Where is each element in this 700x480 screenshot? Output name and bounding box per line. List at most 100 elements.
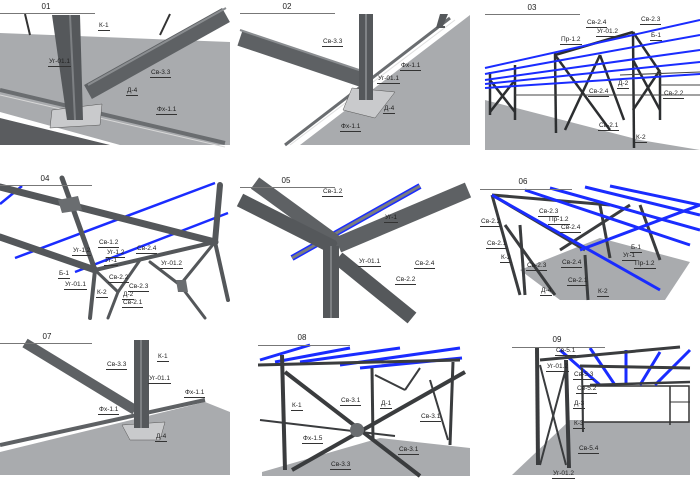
part-callout-label: Д-1 bbox=[380, 400, 393, 409]
part-callout-label: Д-4 bbox=[126, 87, 139, 96]
part-callout-label: Св-3.1 bbox=[398, 446, 420, 455]
panel-03-drawing bbox=[484, 19, 700, 150]
part-callout-label: Св-2.1 bbox=[598, 122, 620, 131]
part-callout-label: Уг-01.2 bbox=[552, 470, 576, 479]
part-callout-label: Фх-1.1 bbox=[184, 389, 206, 398]
part-callout-label: Св-3.1 bbox=[340, 397, 362, 406]
part-callout-label: Св-1.2 bbox=[98, 239, 120, 248]
part-callout-label: Б-1 bbox=[630, 244, 643, 253]
panel-title-rule bbox=[0, 13, 95, 14]
part-callout-label: Св-5.3 bbox=[573, 371, 595, 380]
part-callout-label: К-2 bbox=[635, 134, 647, 143]
panel-title: 03 bbox=[527, 3, 537, 12]
part-callout-label: Уг-01.2 bbox=[596, 28, 620, 37]
part-callout-label: Уг-01.1 bbox=[148, 375, 172, 384]
part-callout-label: Св-2.4 bbox=[586, 19, 608, 28]
part-callout-label: К-1 bbox=[291, 402, 303, 411]
part-callout-label: Св-2.3 bbox=[526, 262, 548, 271]
part-callout-label: Св-3.3 bbox=[150, 69, 172, 78]
part-callout-label: Св-2.1 bbox=[567, 277, 589, 286]
panel-05-drawing bbox=[236, 177, 472, 324]
panel-title: 08 bbox=[297, 333, 307, 342]
part-callout-label: Св-3.3 bbox=[106, 361, 128, 370]
part-callout-label: К-1 bbox=[98, 22, 110, 31]
part-callout-label: Пр-1.2 bbox=[560, 36, 582, 45]
part-callout-label: Св-2.3 bbox=[538, 208, 560, 217]
part-callout-label: Д-2 bbox=[122, 291, 135, 300]
panel-title: 09 bbox=[552, 335, 562, 344]
part-callout-label: Фх-1.5 bbox=[302, 435, 324, 444]
part-callout-label: Пр-1.2 bbox=[634, 260, 656, 269]
part-callout-label: Св-2.4 bbox=[560, 224, 582, 233]
part-callout-label: Уг-01.1 bbox=[358, 258, 382, 267]
part-callout-label: Св-1.2 bbox=[322, 188, 344, 197]
part-callout-label: Св-5.4 bbox=[578, 445, 600, 454]
part-callout-label: Д-2 bbox=[617, 80, 630, 89]
part-callout-label: Уг-1 bbox=[384, 214, 398, 223]
panel-06-drawing bbox=[490, 184, 700, 301]
part-callout-label: Св-5.1 bbox=[555, 347, 577, 356]
panel-title-rule bbox=[0, 343, 92, 344]
part-callout-label: К-2 bbox=[500, 254, 512, 263]
part-callout-label: Д-4 bbox=[155, 433, 168, 442]
part-callout-label: К-2 bbox=[96, 289, 108, 298]
panel-07-drawing bbox=[0, 338, 230, 475]
part-callout-label: Св-2.4 bbox=[136, 245, 158, 254]
part-callout-label: Уг-1 bbox=[622, 252, 636, 261]
part-callout-label: Св-5.2 bbox=[576, 385, 598, 394]
panel-title: 07 bbox=[42, 332, 52, 341]
panel-title-rule bbox=[480, 189, 572, 190]
panel-02-drawing bbox=[237, 14, 470, 147]
panel-title: 01 bbox=[41, 2, 51, 11]
part-callout-label: Уг-01.1 bbox=[64, 281, 88, 290]
part-callout-label: Уг-01.1 bbox=[377, 75, 401, 84]
part-callout-label: Уг-1 bbox=[104, 257, 118, 266]
part-callout-label: Св-2.1 bbox=[122, 299, 144, 308]
part-callout-label: Б-1 bbox=[650, 32, 663, 41]
panel-title-rule bbox=[240, 187, 335, 188]
part-callout-label: Д-4 bbox=[540, 287, 553, 296]
part-callout-label: Фх-1.1 bbox=[400, 62, 422, 71]
part-callout-label: Св-3.3 bbox=[330, 461, 352, 470]
panel-title-rule bbox=[258, 345, 350, 346]
part-callout-label: Св-2.2 bbox=[663, 90, 685, 99]
panel-01-drawing bbox=[0, 7, 230, 148]
part-callout-label: К-3 bbox=[573, 420, 585, 429]
panel-09-drawing bbox=[512, 345, 692, 475]
panel-title: 06 bbox=[518, 177, 528, 186]
panel-title-rule bbox=[485, 14, 580, 15]
panel-title-rule bbox=[512, 347, 605, 348]
part-callout-label: Св-3.1 bbox=[420, 413, 442, 422]
panel-title-rule bbox=[240, 13, 335, 14]
part-callout-label: Св-2.4 bbox=[588, 88, 610, 97]
panel-04-drawing bbox=[0, 175, 230, 320]
part-callout-label: Уг-01.2 bbox=[160, 260, 184, 269]
part-callout-label: К-2 bbox=[597, 288, 609, 297]
part-callout-label: Уг-1.2 bbox=[72, 247, 92, 256]
part-callout-label: Д-4 bbox=[383, 105, 396, 114]
panel-title: 04 bbox=[40, 174, 50, 183]
part-callout-label: Уг-1.2 bbox=[106, 249, 126, 258]
part-callout-label: Св-2.3 bbox=[640, 16, 662, 25]
part-callout-label: Св-3.3 bbox=[322, 38, 344, 47]
part-callout-label: Св-2.1 bbox=[486, 240, 508, 249]
part-callout-label: Фх-1.1 bbox=[156, 106, 178, 115]
part-callout-label: Фх-1.1 bbox=[340, 123, 362, 132]
part-callout-label: Св-2.2 bbox=[108, 274, 130, 283]
part-callout-label: Б-1 bbox=[58, 270, 71, 279]
part-callout-label: Д-3 bbox=[573, 400, 586, 409]
part-callout-label: Св-2.3 bbox=[128, 283, 150, 292]
part-callout-label: Св-2.2 bbox=[395, 276, 417, 285]
panel-title: 05 bbox=[281, 176, 291, 185]
part-callout-label: Уг-01.2 bbox=[546, 363, 570, 372]
part-callout-label: К-1 bbox=[157, 353, 169, 362]
part-callout-label: Св-2.4 bbox=[561, 259, 583, 268]
part-callout-label: Уг-01.1 bbox=[48, 58, 72, 67]
part-callout-label: Фх-1.1 bbox=[98, 406, 120, 415]
panel-title: 02 bbox=[282, 2, 292, 11]
panel-08-drawing bbox=[257, 343, 470, 478]
part-callout-label: Св-2.2 bbox=[480, 218, 502, 227]
part-callout-label: Св-2.4 bbox=[414, 260, 436, 269]
